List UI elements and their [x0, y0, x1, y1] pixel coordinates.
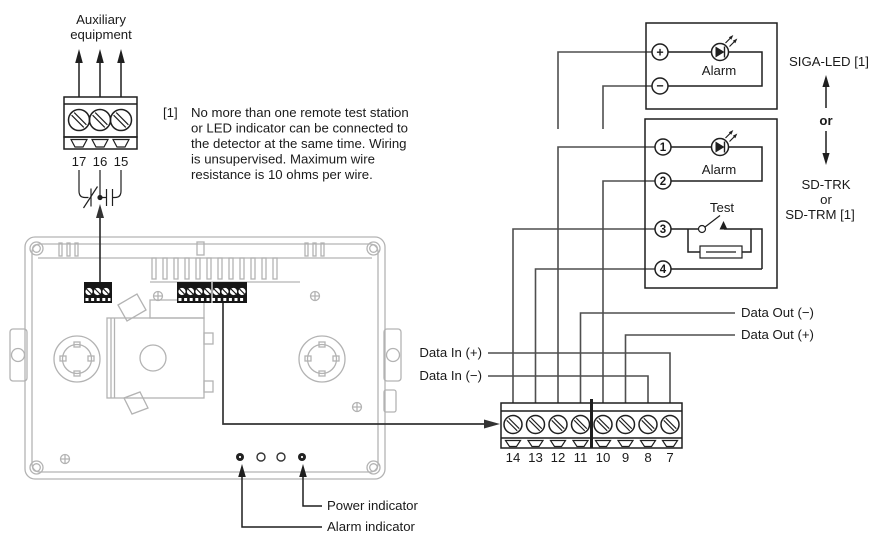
footnote: [1] No more than one remote test station… [163, 105, 409, 182]
terminal-9-label: 9 [622, 450, 629, 465]
wire-sd4-t13 [534, 268, 655, 404]
duct-detector-illustration [9, 236, 402, 480]
relay-contact-symbol [78, 170, 122, 209]
sd-trk-label: SD-TRK [801, 177, 850, 192]
alarm-led-icon [710, 130, 738, 157]
terminal-7-label: 7 [666, 450, 673, 465]
alarm-indicator-label: Alarm indicator [327, 519, 416, 534]
led-dot [276, 452, 286, 462]
wire-data-out-minus [579, 312, 735, 404]
siga-led-name-label: SIGA-LED [1] [789, 54, 869, 69]
siga-minus-terminal: − [656, 79, 663, 93]
terminal-16-label: 16 [93, 154, 108, 169]
or-label: or [819, 113, 832, 128]
terminal-17-label: 17 [72, 154, 87, 169]
sd-terminal-1: 1 [660, 142, 667, 154]
relay-common-wire [96, 204, 104, 282]
aux-terminal-block-assembly [63, 49, 138, 282]
terminal-13-label: 13 [528, 450, 543, 465]
aux-output-arrows [75, 49, 125, 97]
footnote-line: resistance is 10 ohms per wire. [191, 167, 373, 182]
terminal-10-label: 10 [596, 450, 611, 465]
or-choice-arrow [822, 75, 830, 165]
siga-alarm-label: Alarm [702, 63, 736, 78]
wire-data-out-plus [624, 334, 735, 404]
alarm-indicator-callout: Alarm indicator [238, 464, 416, 534]
terminal-12-label: 12 [551, 450, 566, 465]
aux-labels: Auxiliary equipment 17 16 15 [70, 12, 132, 169]
siga-plus-terminal: + [656, 46, 663, 60]
terminal-8-label: 8 [644, 450, 651, 465]
wire-data-in-plus [488, 352, 671, 404]
terminal-11-label: 11 [574, 450, 588, 465]
test-switch-icon [697, 215, 728, 234]
remote-test-station-box: Alarm Test 1 2 3 4 [644, 118, 778, 289]
sd-terminal-4: 4 [660, 264, 667, 276]
sd-terminal-3: 3 [660, 224, 666, 236]
data-in-plus-label: Data In (+) [419, 345, 482, 360]
footnote-line: is unsupervised. Maximum wire [191, 152, 375, 167]
aux-equipment-label-2: equipment [70, 27, 132, 42]
wire-detector-to-strip [222, 303, 500, 429]
power-indicator-callout: Power indicator [299, 464, 418, 513]
wire-sd1-t12 [557, 146, 655, 404]
data-out-plus-label: Data Out (+) [741, 327, 814, 342]
indicator-leds [236, 452, 306, 462]
led-dot [256, 452, 266, 462]
field-wiring [222, 51, 735, 429]
terminal-14-label: 14 [506, 450, 521, 465]
detector-terminal-strip: 14 13 12 11 10 9 8 7 [500, 399, 683, 465]
aux-terminal-block [63, 96, 138, 150]
alarm-led-icon [710, 35, 738, 62]
footnote-line: the detector at the same time. Wiring [191, 136, 407, 151]
sd-or-label: or [820, 192, 832, 207]
device-choice-labels: SIGA-LED [1] or SD-TRK or SD-TRM [1] [785, 54, 869, 222]
data-wire-labels: Data Out (−) Data Out (+) Data In (+) Da… [419, 305, 814, 383]
data-in-minus-label: Data In (−) [419, 368, 482, 383]
detector-data-terminal-block [177, 282, 247, 303]
footnote-ref: [1] [163, 105, 178, 120]
sd-trm-label: SD-TRM [1] [785, 207, 855, 222]
sd-terminal-2: 2 [660, 176, 666, 188]
wire-sd2-t10 [602, 180, 655, 404]
sd-alarm-label: Alarm [702, 162, 736, 177]
test-resistor [699, 245, 743, 259]
wire-sd3-t14 [512, 228, 655, 404]
detector-relay-terminal-block [84, 282, 112, 303]
indicator-callouts: Power indicator Alarm indicator [238, 464, 418, 534]
power-indicator-label: Power indicator [327, 498, 418, 513]
test-label: Test [710, 200, 735, 215]
footnote-line: or LED indicator can be connected to [191, 121, 408, 136]
wire-siga-plus-stub [557, 51, 652, 129]
data-out-minus-label: Data Out (−) [741, 305, 814, 320]
terminal-15-label: 15 [114, 154, 129, 169]
wire-data-in-minus [488, 375, 649, 404]
aux-equipment-label-1: Auxiliary [76, 12, 126, 27]
footnote-line: No more than one remote test station [191, 105, 409, 120]
wire-siga-minus-stub [602, 85, 652, 129]
siga-led-box: + − Alarm [645, 22, 778, 110]
